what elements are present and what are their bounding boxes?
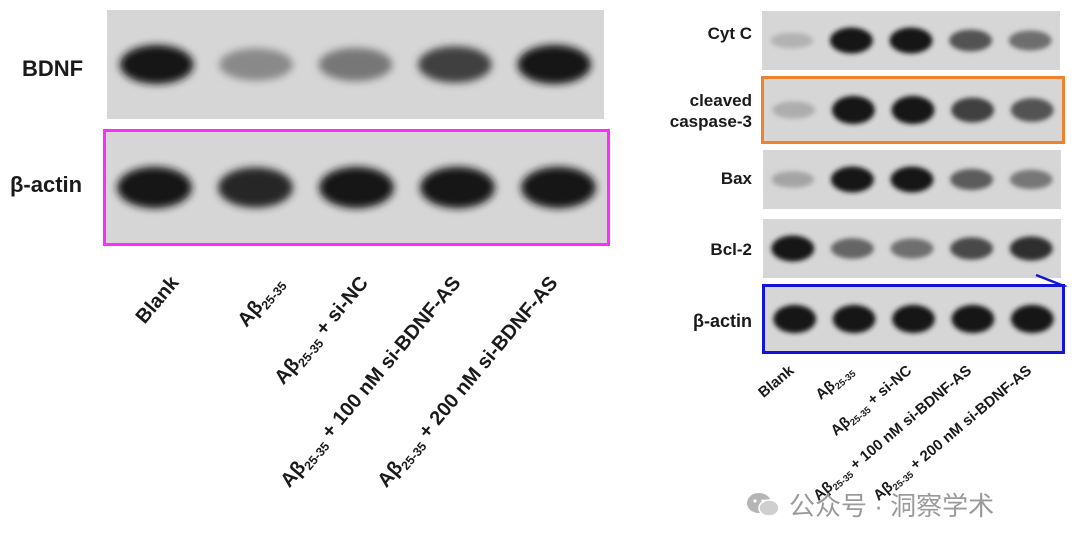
bdnf-blot-strip [107,10,604,119]
bcl2-label: Bcl-2 [710,240,752,259]
blot-band [832,304,876,334]
cleaved-caspase3-label: cleaved caspase-3 [669,91,752,131]
actin-blot-right [765,287,1062,351]
blot-band [1010,304,1054,334]
bax-blot-strip [763,150,1061,209]
cytc-label: Cyt C [707,24,752,43]
blot-band [521,166,596,209]
wechat-icon [747,492,780,517]
actin-blot-left [104,130,609,245]
lane-label: Blank [131,272,184,328]
blot-band [418,46,492,83]
actin-blot-strip-left [104,130,609,245]
blot-band [119,44,194,85]
blot-band [891,95,935,125]
blot-band [831,95,875,125]
bcl2-blot-strip [763,219,1061,278]
cytc-blot [762,11,1060,70]
actin-blot-strip-right [765,287,1062,351]
bcl2-blot [763,219,1061,278]
blot-band [949,29,993,52]
beta-actin-label-right: β-actin [693,311,752,331]
blot-band [829,27,873,54]
blot-band [773,304,817,334]
blot-band [771,171,815,188]
blot-band [950,237,994,260]
blot-band [319,166,394,209]
blot-band [770,32,814,49]
watermark-text: 公众号 · 洞察学术 [789,491,995,521]
watermark: 公众号 · 洞察学术 [745,486,994,523]
lane-label: Aβ25-35 + 100 nM si-BDNF-AS [276,272,466,492]
blot-band [1008,30,1052,51]
blot-band [117,166,192,209]
cytc-blot-strip [762,11,1060,70]
blot-band [420,166,495,209]
bdnf-label: BDNF [22,56,84,81]
blot-band [219,48,293,81]
blot-band [772,101,816,119]
blot-band [892,304,935,334]
beta-actin-label: β-actin [10,172,83,197]
blot-band [1009,236,1053,261]
blot-band [318,47,393,82]
lane-label: Aβ25-35 [233,278,290,332]
blot-band [951,304,995,334]
blot-band [890,166,934,193]
blot-band [889,27,933,54]
blot-band [890,238,934,259]
caspase3-blot [764,78,1062,142]
blot-band [950,168,994,191]
lane-label: Aβ25-35 [812,368,858,404]
blot-band [218,167,293,208]
blot-band [951,97,995,123]
blot-band [517,44,592,85]
blot-band [830,238,874,259]
bdnf-blot [107,10,604,119]
bax-blot [763,150,1061,209]
blot-band [1010,98,1054,122]
caspase3-blot-strip [764,78,1062,142]
lane-label: Blank [755,361,798,402]
blot-band [1009,169,1053,190]
lane-label: Aβ25-35 + 200 nM si-BDNF-AS [373,272,563,492]
blot-band [830,166,874,193]
bax-label: Bax [720,169,752,188]
blot-band [771,235,815,262]
